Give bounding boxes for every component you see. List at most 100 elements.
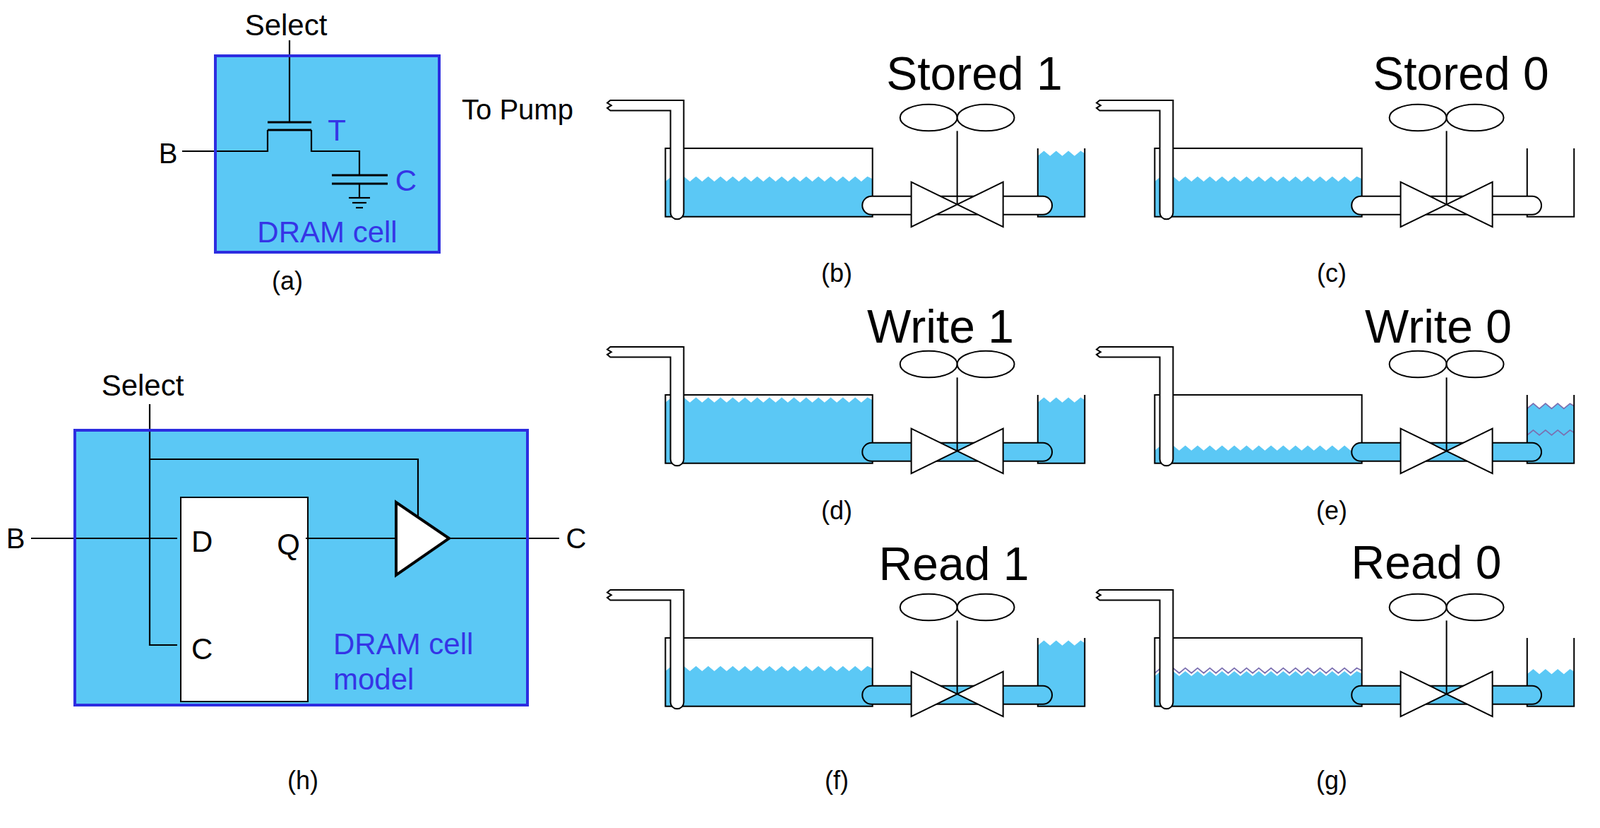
panel-label: (a) [271,268,303,294]
water-trace [1527,403,1574,409]
panel-label: (c) [1316,260,1347,286]
signal-name: B [158,139,178,168]
label-slot: Stored 1 [886,50,1063,97]
valve-stem [956,619,959,694]
valve-stem [1446,130,1448,205]
valve-body [911,671,1004,717]
pump-pipe [607,346,684,466]
valve-body [1400,671,1493,717]
select-wire [288,40,291,123]
tank-water [1154,176,1362,217]
valve-handle [1446,593,1504,621]
valve-handle [900,593,958,621]
text-slot: C [191,634,213,664]
panel-title: Write 1 [867,302,1014,350]
tank-water [665,665,873,707]
tank-outline [1154,394,1362,464]
panel-label: (b) [821,260,853,286]
bitline-wire [182,129,268,152]
valve-handle [1446,104,1504,132]
box-fill [73,428,529,707]
dram-model-schematic [31,403,560,645]
box-text: C [191,634,213,664]
tank-water [1154,670,1362,707]
text-slot: DRAM cell model [333,626,496,698]
label-slot: Write 0 [1364,302,1512,350]
output-wire [449,537,560,539]
tank-water [1154,444,1362,463]
panel-title: Stored 1 [886,50,1063,97]
pipe-label: To Pump [461,95,574,124]
panel-title: Read 0 [1351,538,1502,586]
label-slot: (g) [1316,767,1348,793]
cell-box: DRAM cell [213,54,441,254]
valve-handle [1389,350,1447,378]
pump-pipe [607,100,684,219]
valve-handle [957,593,1015,621]
tank-interior [665,148,873,217]
valve-handle [1389,593,1447,621]
select-wire [149,403,178,645]
tank-outline [665,148,873,217]
label-slot: (c) [1316,260,1347,286]
box-text: DRAM cell model [333,626,496,698]
label-slot: Write 1 [867,302,1014,350]
capacitor-plate [331,174,388,177]
box-text: DRAM cell [257,217,397,248]
valve-stem [956,377,959,451]
valve-body [911,428,1004,474]
transistor-channel [267,129,312,132]
water-analogy [607,100,1574,716]
q-wire [305,537,397,539]
transistor-gate [267,121,312,124]
part-name: C [395,165,417,196]
valve-handle [957,104,1015,132]
panel-label: (e) [1316,497,1348,524]
tank-outline [665,394,873,464]
cell-model-box: DRAM cell model D Q C [73,428,529,707]
signal-name: C [566,523,587,553]
label-slot: (d) [821,497,853,524]
label-slot: C [395,165,417,196]
valve-body [1400,182,1493,228]
panel-title: Write 0 [1364,302,1512,350]
box-fills [73,54,529,707]
panel-title: Stored 0 [1372,50,1550,97]
input-wire [31,537,178,539]
signal-name: Select [245,10,328,41]
text-slot: Q [276,529,301,560]
text-slot: D [191,526,213,557]
label-slot: To Pump [461,95,574,124]
label-slot: Select [101,370,185,401]
pump-pipe [1096,100,1173,219]
label-slot: (b) [821,260,853,286]
tank-interior [665,394,873,464]
panel-label: (d) [821,497,853,524]
panel-label: (f) [824,767,849,793]
tank-panel [607,589,1085,716]
label-slot: B [158,139,178,168]
valve-body [911,182,1004,228]
box-text: D [191,526,213,557]
tank-panel [607,100,1085,227]
label-slot: (e) [1316,497,1348,524]
label-slot: B [6,523,26,553]
label-slot: (f) [824,767,849,793]
box-text: Q [276,529,301,560]
label-slot: (h) [287,767,319,793]
label-slot: Select [245,10,328,41]
tank-interior [665,637,873,707]
ground-symbol [352,201,367,204]
valve-body [1400,428,1493,474]
ground-symbol [348,196,370,199]
panel-title: Read 1 [879,540,1030,587]
pump-pipe [607,589,684,709]
pump-pipe [1096,589,1173,709]
valve-handle [957,350,1015,378]
water-trace [1154,667,1362,673]
tristate-buffer [396,502,450,575]
tank-panel [1096,589,1574,716]
box-fill [180,496,309,702]
valve-handle [1389,104,1447,132]
